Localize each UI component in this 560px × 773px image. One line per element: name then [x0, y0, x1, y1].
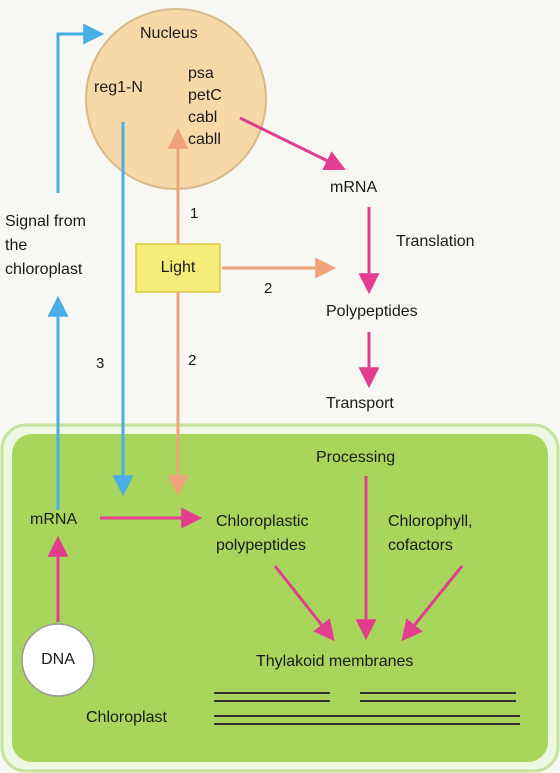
light-box: [135, 243, 221, 293]
polypeptides-to-thylakoid-arrow: [273, 565, 335, 642]
cofactors-to-thylakoid-arrow: [401, 565, 464, 642]
dna-label: DNA: [41, 651, 75, 668]
gene-list: psa petC cabl cabll: [188, 63, 222, 151]
light-label: Light: [160, 259, 196, 276]
gene-cabll: cabll: [188, 131, 221, 148]
pathway-number-1: 1: [190, 205, 199, 222]
gene-psa: psa: [188, 65, 214, 82]
nucleus-to-mrna-arrow: [239, 116, 346, 171]
gene-cabl: cabl: [188, 109, 218, 126]
pathway-number-3: 3: [96, 355, 105, 372]
dna-circle: [21, 623, 95, 697]
chloroplast-label: Chloroplast: [86, 709, 167, 726]
chlorophyll-cofactors-label: Chlorophyll, cofactors: [388, 513, 473, 554]
pathway-number-2-cytoplasm: 2: [264, 280, 273, 297]
signal-label: Signal from the chloroplast: [5, 213, 86, 278]
thylakoid-membranes-label: Thylakoid membranes: [256, 653, 414, 670]
signal-to-nucleus-arrow: [56, 23, 105, 193]
gene-petc: petC: [188, 87, 222, 104]
chloroplast-body: [12, 434, 548, 762]
chloroplastic-polypeptides-label: Chloroplastic polypeptides: [216, 513, 309, 554]
polypeptides-label: Polypeptides: [326, 303, 418, 320]
transport-label: Transport: [326, 395, 394, 412]
cytoplasm-mrna-label: mRNA: [330, 179, 378, 196]
nucleus-title: Nucleus: [140, 25, 198, 42]
nucleus-circle: [85, 8, 267, 190]
processing-label: Processing: [316, 449, 396, 466]
chloroplast-mrna-label: mRNA: [30, 511, 78, 528]
translation-label: Translation: [396, 233, 475, 250]
pathway-number-2-chloroplast: 2: [188, 352, 197, 369]
thylakoid-membrane-lines: [214, 692, 520, 725]
reg1n-label: reg1-N: [94, 79, 143, 96]
